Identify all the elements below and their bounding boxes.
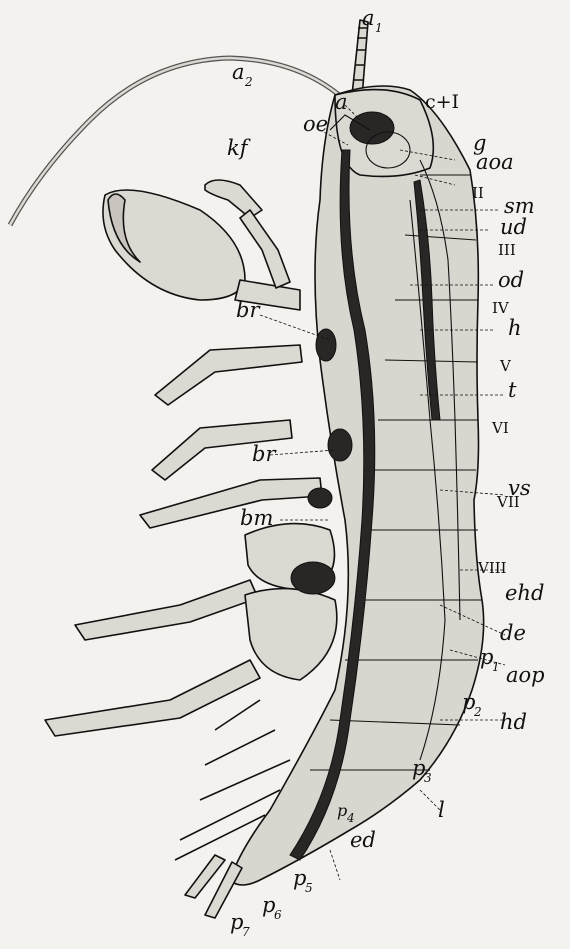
label-II: II xyxy=(472,183,484,204)
label-l: l xyxy=(438,800,445,821)
label-br-2: br xyxy=(252,444,275,465)
label-c1: c+I xyxy=(425,92,459,113)
label-de: de xyxy=(500,623,526,644)
label-kf: kf xyxy=(227,138,248,159)
label-sm: sm xyxy=(504,196,535,217)
label-IV: IV xyxy=(492,298,509,319)
label-hd: hd xyxy=(500,712,527,733)
label-ehd: ehd xyxy=(505,583,544,604)
pereopod-3 xyxy=(155,345,302,405)
label-ed: ed xyxy=(350,830,376,851)
label-VI: VI xyxy=(492,418,509,439)
label-a: a xyxy=(335,92,348,113)
antenna-2 xyxy=(10,58,345,225)
label-III: III xyxy=(498,240,516,261)
label-VIII: VIII xyxy=(478,558,507,579)
label-bm: bm xyxy=(240,508,273,529)
antenna-1 xyxy=(352,20,368,98)
label-aop: aop xyxy=(506,665,545,686)
uropods xyxy=(185,855,242,918)
label-VII: VII xyxy=(497,492,520,513)
label-oe: oe xyxy=(303,114,328,135)
label-aoa: aoa xyxy=(476,152,514,173)
pereopod-5 xyxy=(140,478,322,528)
pereopod-6 xyxy=(75,580,258,640)
gnathopod-small xyxy=(205,180,262,218)
label-h: h xyxy=(508,318,522,339)
pereopod-7-coxa xyxy=(245,589,337,680)
label-t: t xyxy=(508,380,516,401)
label-V: V xyxy=(500,356,511,377)
label-ud: ud xyxy=(500,217,527,238)
label-od: od xyxy=(498,270,524,291)
label-br-1: br xyxy=(236,300,259,321)
pereopod-7 xyxy=(45,660,260,736)
antenna-2-inner xyxy=(10,58,345,225)
